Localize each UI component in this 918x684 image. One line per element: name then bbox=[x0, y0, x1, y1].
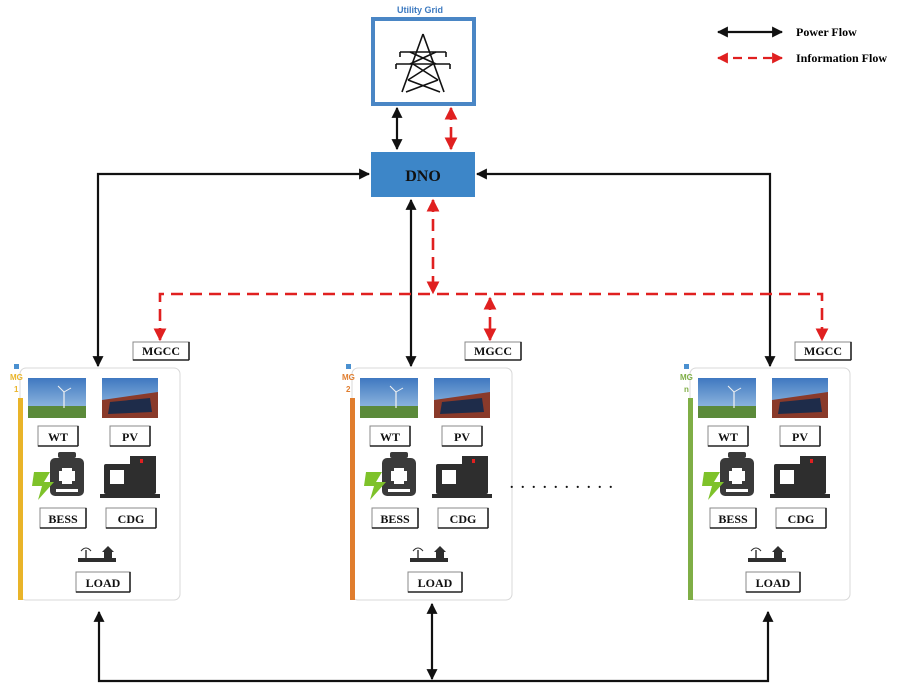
microgrid-tag: MG bbox=[342, 373, 355, 382]
microgrid-tag: MG bbox=[680, 373, 693, 382]
wind-turbine-icon bbox=[360, 378, 418, 418]
dno-box bbox=[371, 152, 475, 197]
cdg-label: CDG bbox=[788, 512, 815, 526]
legend: Power Flow Information Flow bbox=[716, 25, 887, 65]
pv-label: PV bbox=[454, 430, 470, 444]
microgrid-2: MG 2 MGCC WT PV BESS CDG LOAD bbox=[342, 341, 522, 601]
load-label: LOAD bbox=[756, 576, 791, 590]
wind-turbine-icon bbox=[28, 378, 86, 418]
utility-grid: Utility Grid bbox=[371, 5, 476, 106]
mgcc-label: MGCC bbox=[474, 344, 512, 358]
wind-turbine-icon bbox=[698, 378, 756, 418]
microgrid-index: n bbox=[684, 385, 689, 394]
load-label: LOAD bbox=[86, 576, 121, 590]
pv-label: PV bbox=[792, 430, 808, 444]
load-label: LOAD bbox=[418, 576, 453, 590]
house-load-icon bbox=[78, 546, 116, 562]
battery-icon bbox=[702, 452, 754, 500]
wt-label: WT bbox=[718, 430, 738, 444]
generator-icon bbox=[100, 456, 160, 498]
mgcc-label: MGCC bbox=[142, 344, 180, 358]
microgrid-1: MG 1 MGCC WT PV BESS CDG LOAD bbox=[10, 341, 190, 601]
solar-panel-icon bbox=[772, 378, 828, 418]
legend-power-label: Power Flow bbox=[796, 25, 857, 39]
pv-label: PV bbox=[122, 430, 138, 444]
transmission-tower-icon bbox=[395, 33, 451, 93]
dno: DNO bbox=[371, 152, 475, 197]
microgrid-index: 2 bbox=[346, 385, 351, 394]
microgrids: MG 1 MGCC WT PV BESS CDG LOAD MG 2 MGCC WT PV BESS CDG… bbox=[10, 341, 852, 601]
legend-information-label: Information Flow bbox=[796, 51, 887, 65]
microgrid-corner-marker bbox=[14, 364, 19, 369]
wt-label: WT bbox=[48, 430, 68, 444]
microgrid-ellipsis: . . . . . . . . . . bbox=[510, 477, 615, 492]
house-load-icon bbox=[748, 546, 786, 562]
house-load-icon bbox=[410, 546, 448, 562]
cdg-label: CDG bbox=[118, 512, 145, 526]
bess-label: BESS bbox=[718, 512, 748, 526]
dno-label: DNO bbox=[405, 168, 441, 185]
battery-icon bbox=[32, 452, 84, 500]
generator-icon bbox=[770, 456, 830, 498]
microgrid-accent-bar bbox=[18, 398, 23, 600]
cdg-label: CDG bbox=[450, 512, 477, 526]
mgcc-label: MGCC bbox=[804, 344, 842, 358]
microgrid-corner-marker bbox=[684, 364, 689, 369]
solar-panel-icon bbox=[434, 378, 490, 418]
microgrid-tag: MG bbox=[10, 373, 23, 382]
utility-grid-title: Utility Grid bbox=[397, 5, 443, 15]
bess-label: BESS bbox=[380, 512, 410, 526]
microgrid-accent-bar bbox=[350, 398, 355, 600]
power-flow-lines bbox=[92, 106, 776, 683]
solar-panel-icon bbox=[102, 378, 158, 418]
microgrid-accent-bar bbox=[688, 398, 693, 600]
generator-icon bbox=[432, 456, 492, 498]
microgrid-index: 1 bbox=[14, 385, 19, 394]
microgrid-3: MG n MGCC WT PV BESS CDG LOAD bbox=[680, 341, 852, 601]
wt-label: WT bbox=[380, 430, 400, 444]
bess-label: BESS bbox=[48, 512, 78, 526]
information-flow-lines bbox=[153, 106, 829, 342]
utility-grid-box bbox=[371, 17, 476, 106]
battery-icon bbox=[364, 452, 416, 500]
microgrid-corner-marker bbox=[346, 364, 351, 369]
